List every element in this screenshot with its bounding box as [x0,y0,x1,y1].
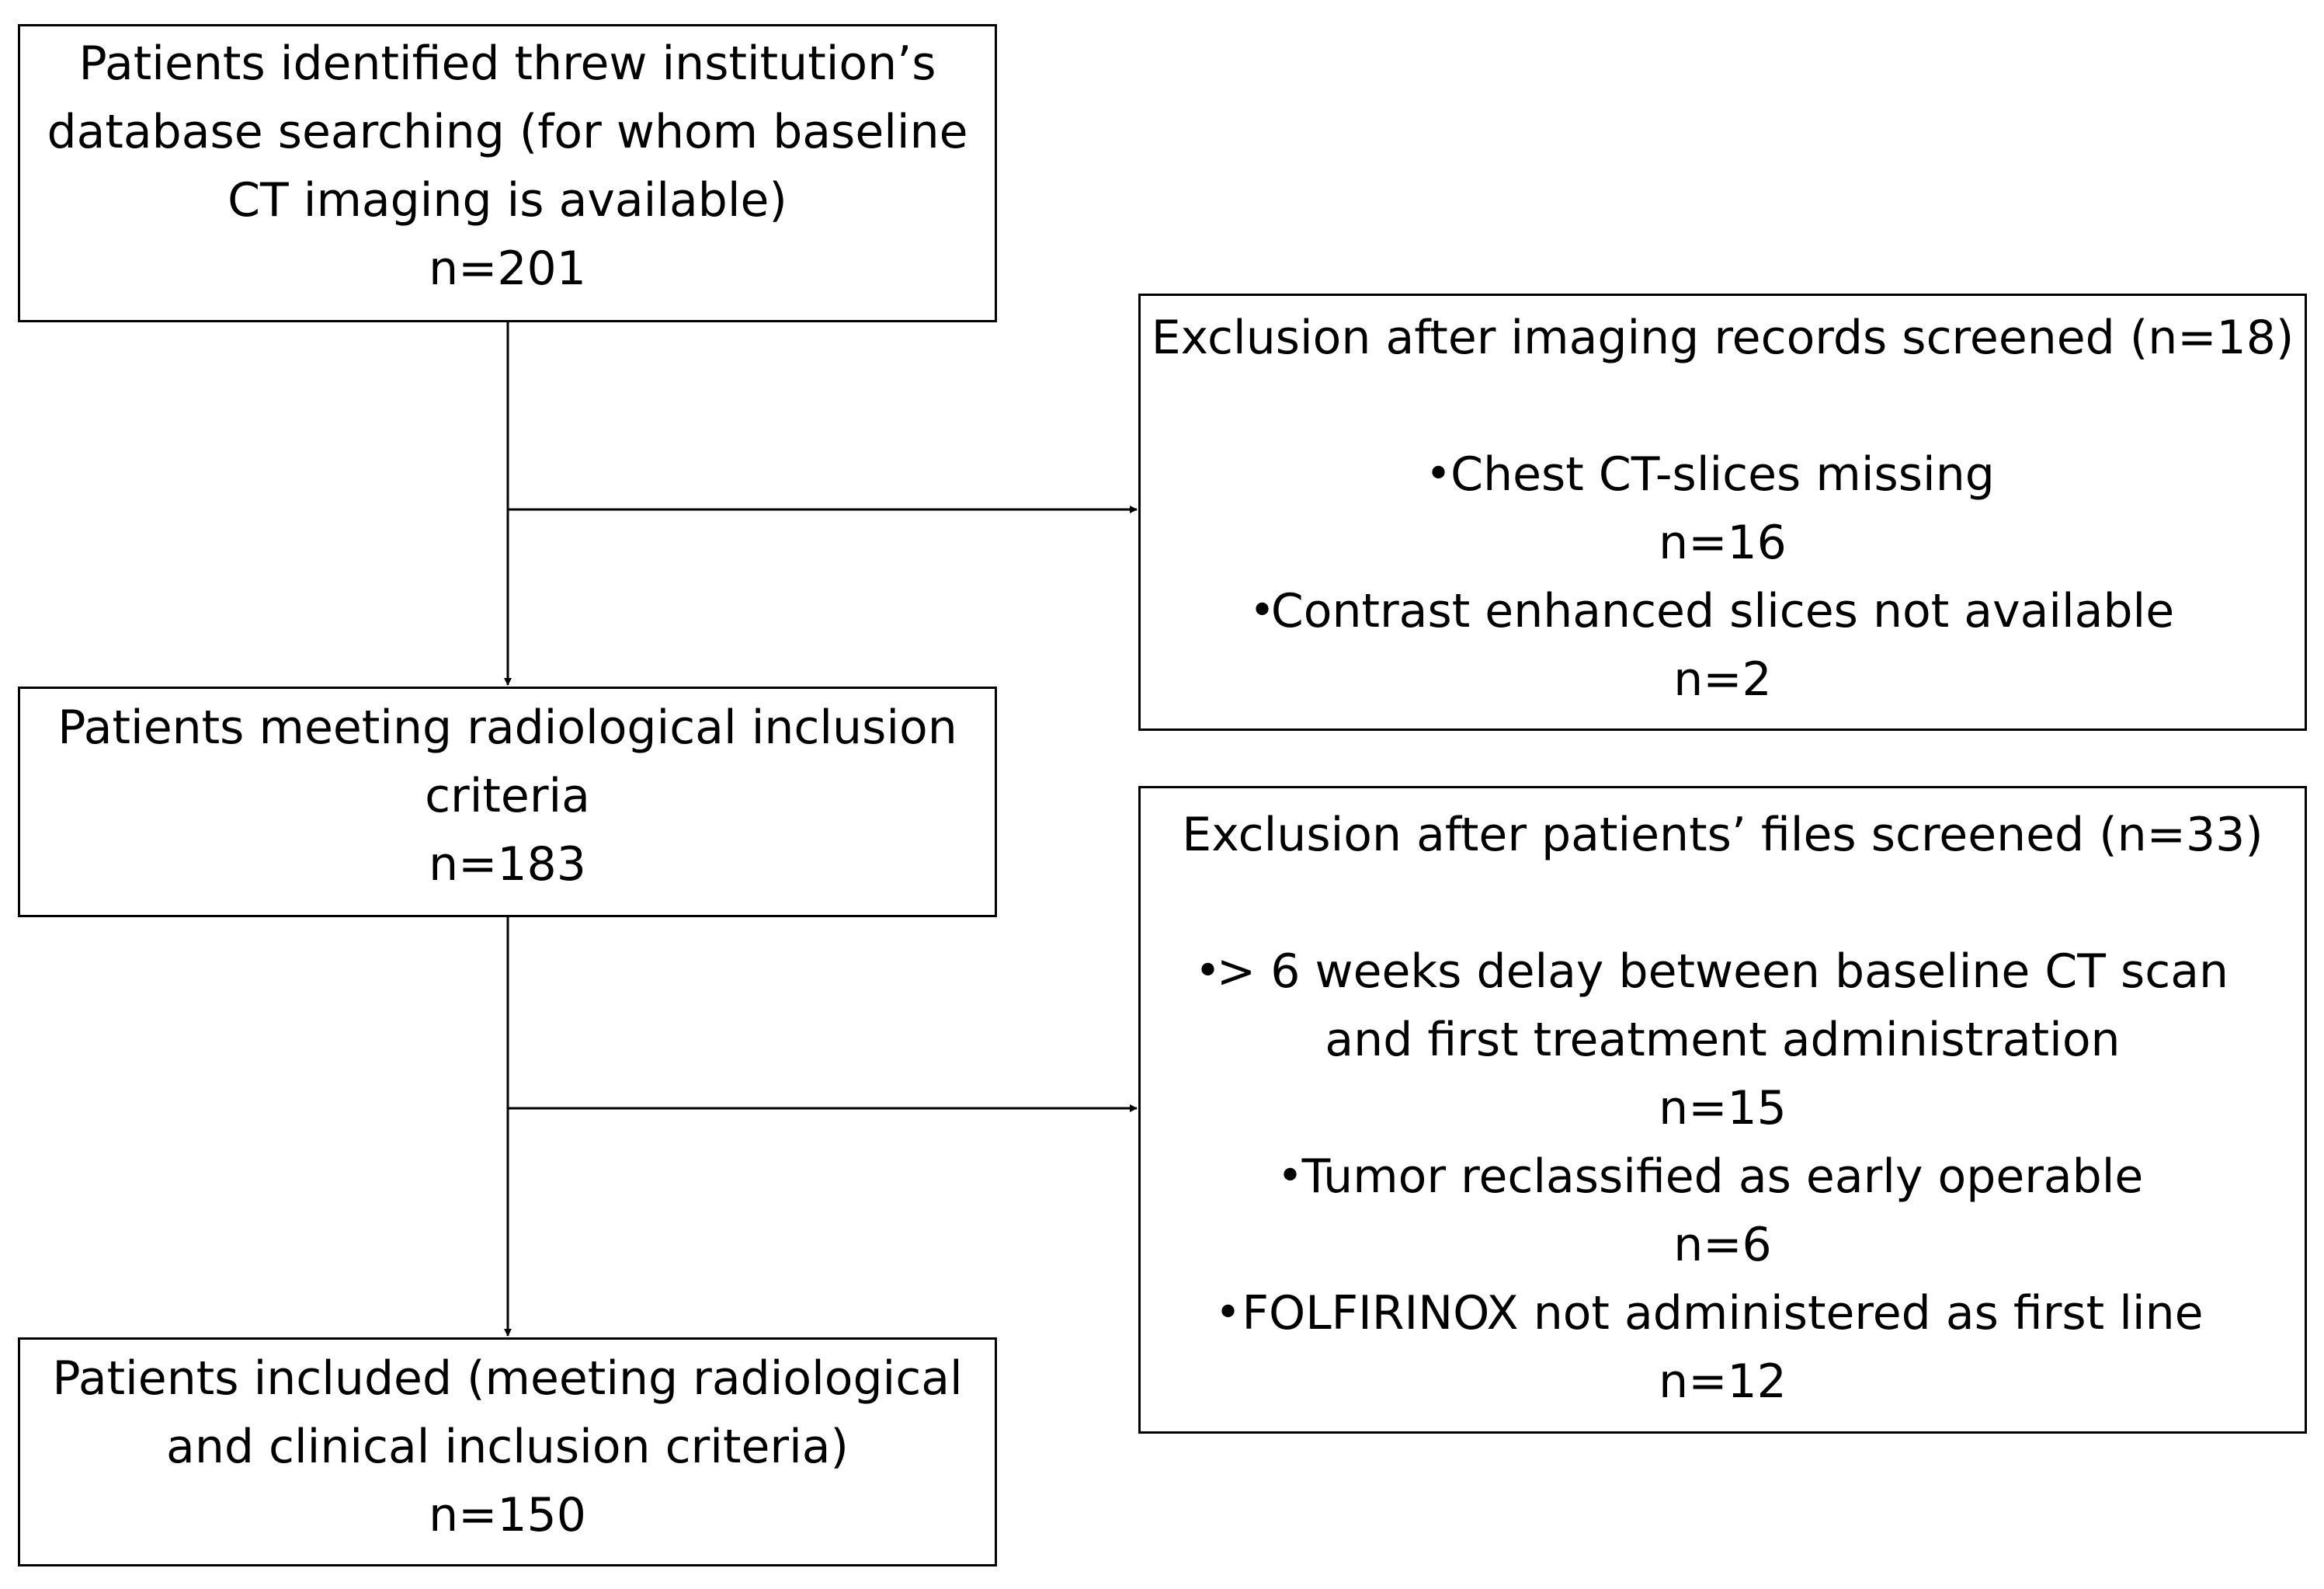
exclusion-title: Exclusion after imaging records screened… [1151,311,2294,365]
exclusion-title: Exclusion after patients’ files screened… [1182,808,2263,862]
exclusion-count: n=15 [1659,1081,1787,1135]
exclusion-reason-text: > 6 weeks delay between baseline CT scan [1216,944,2229,999]
bullet-icon: • [1249,586,1276,636]
exclusion-reason-text: Tumor reclassified as early operable [1301,1149,2144,1204]
files-exclusion-box: Exclusion after patients’ files screened… [1138,786,2307,1434]
exclusion-reason-text: FOLFIRINOX not administered as first lin… [1242,1286,2204,1340]
included-patients-box: Patients included (meeting radiological … [18,1337,997,1566]
patient-count: n=201 [429,242,586,296]
exclusion-reason-text: Chest CT-slices missing [1450,447,1995,502]
exclusion-reason-text: Contrast enhanced slices not available [1270,584,2175,638]
exclusion-count: n=12 [1659,1354,1787,1409]
box-text-line: Patients meeting radiological inclusion [57,701,957,755]
exclusion-reason-text: and first treatment administration [1325,1013,2121,1067]
bullet-icon: • [1215,1288,1242,1338]
exclusion-reason: • FOLFIRINOX not administered as first l… [1141,1279,2305,1347]
box-text-line: CT imaging is available) [228,173,787,228]
imaging-exclusion-box: Exclusion after imaging records screened… [1138,294,2307,731]
box-text-line: and clinical inclusion criteria) [166,1420,849,1474]
radiological-criteria-box: Patients meeting radiological inclusion … [18,687,997,917]
bullet-icon: • [1277,1151,1304,1201]
patient-count: n=183 [429,837,586,892]
box-text-line: Patients identified threw institution’s [78,37,936,91]
exclusion-reason: • > 6 weeks delay between baseline CT sc… [1141,937,2305,1006]
box-text-line: criteria [425,769,590,823]
exclusion-reason: • Contrast enhanced slices not available [1141,577,2305,645]
exclusion-count: n=6 [1673,1218,1772,1272]
bullet-icon: • [1195,946,1221,996]
exclusion-reason: • Chest CT-slices missing [1141,440,2305,509]
box-text-line: database searching (for whom baseline [47,105,968,159]
patient-count: n=150 [429,1488,586,1542]
exclusion-reason: • Tumor reclassified as early operable [1141,1142,2305,1211]
bullet-icon: • [1426,449,1452,499]
box-text-line: Patients included (meeting radiological [52,1351,963,1406]
identified-patients-box: Patients identified threw institution’s … [18,24,997,322]
exclusion-count: n=2 [1673,652,1772,707]
exclusion-count: n=16 [1659,516,1787,570]
